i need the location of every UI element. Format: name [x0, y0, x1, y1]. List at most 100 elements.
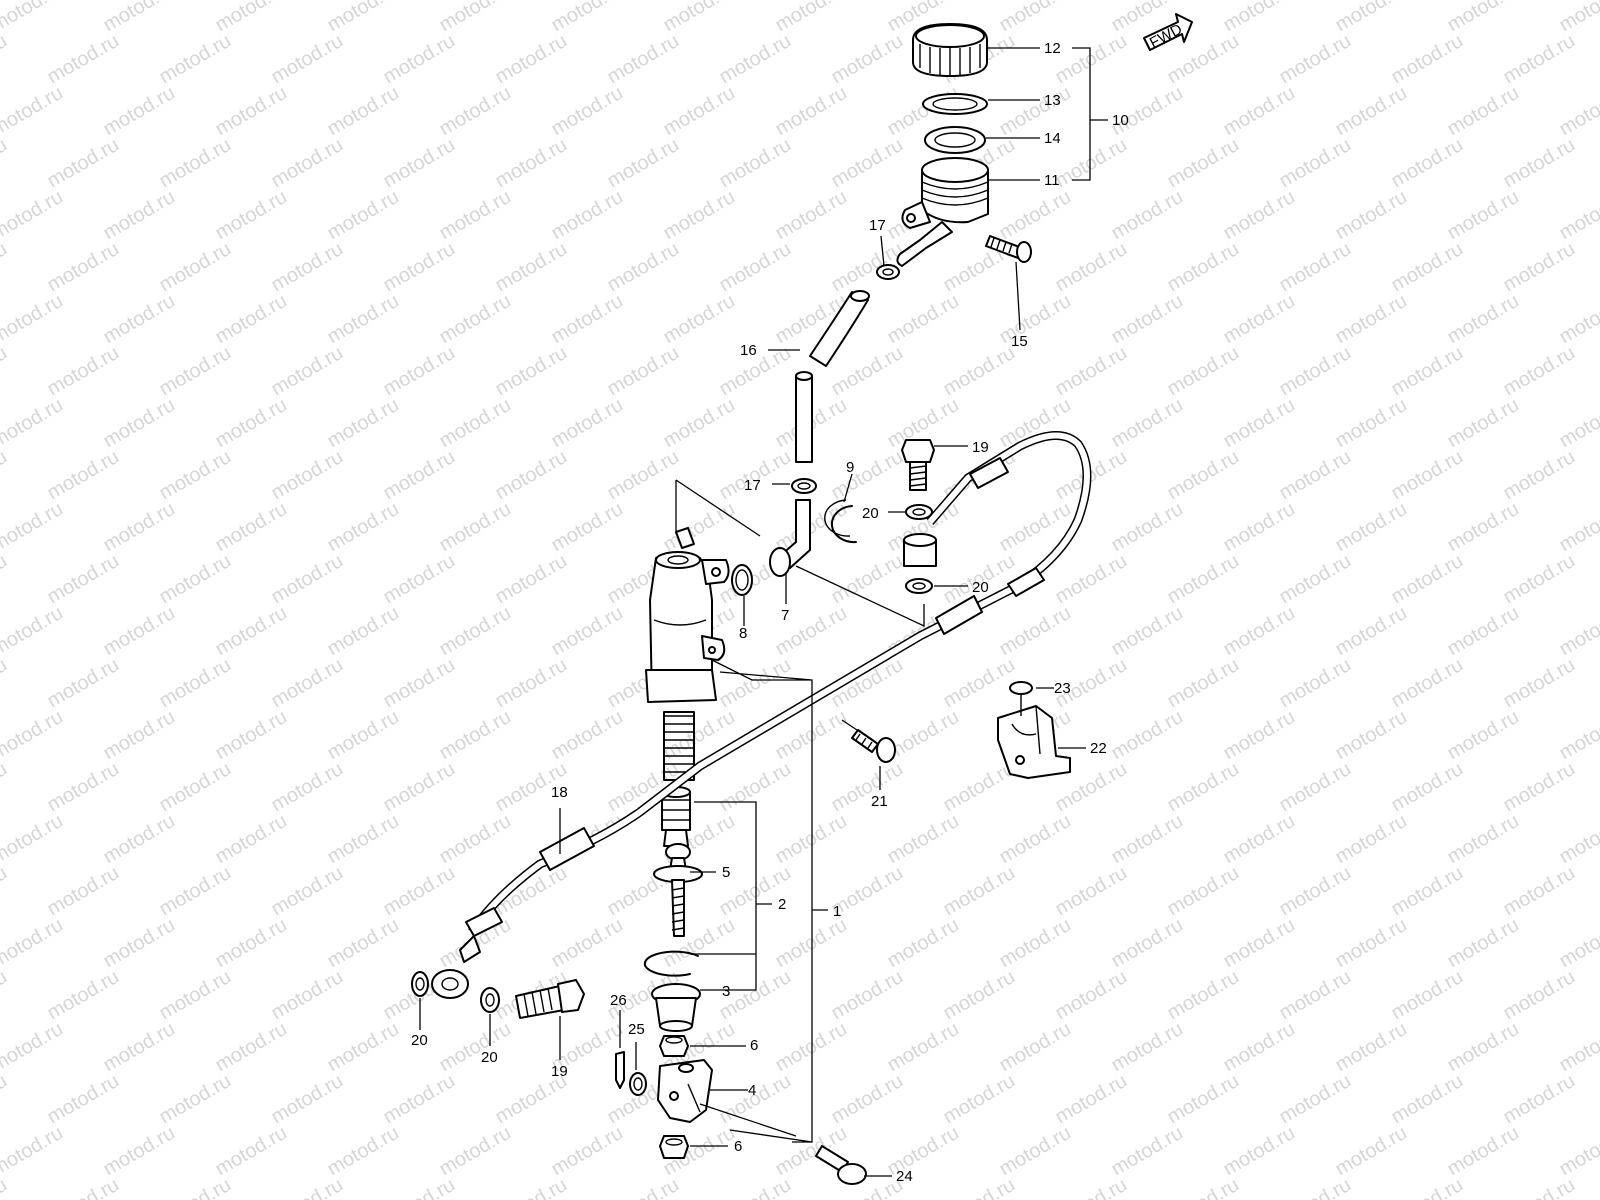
- watermark-text: motod.ru: [44, 1070, 123, 1129]
- nut-6-upper: [659, 1035, 689, 1057]
- banjo-bolt-19-lower: [515, 979, 585, 1019]
- callout-11: 11: [1044, 172, 1060, 189]
- watermark-text: motod.ru: [1556, 186, 1600, 245]
- watermark-text: motod.ru: [1164, 654, 1243, 713]
- watermark-text: motod.ru: [324, 914, 403, 973]
- watermark-text: motod.ru: [1276, 550, 1355, 609]
- watermark-text: motod.ru: [492, 342, 571, 401]
- watermark-text: motod.ru: [1388, 134, 1467, 193]
- watermark-text: motod.ru: [940, 966, 1019, 1025]
- reservoir-body-11: [896, 157, 989, 267]
- callout-7: 7: [781, 607, 789, 624]
- callout-23: 23: [1054, 680, 1071, 697]
- watermark-text: motod.ru: [324, 1122, 403, 1181]
- watermark-text: motod.ru: [660, 186, 739, 245]
- watermark-text: motod.ru: [1052, 134, 1131, 193]
- watermark-text: motod.ru: [0, 446, 11, 505]
- watermark-text: motod.ru: [0, 134, 11, 193]
- watermark-text: motod.ru: [268, 238, 347, 297]
- watermark-text: motod.ru: [772, 914, 851, 973]
- callout-6-upper: 6: [750, 1037, 758, 1054]
- watermark-text: motod.ru: [604, 342, 683, 401]
- watermark-text: motod.ru: [492, 30, 571, 89]
- watermark-text: motod.ru: [436, 706, 515, 765]
- watermark-text: motod.ru: [268, 30, 347, 89]
- dust-boot-3: [651, 983, 701, 1032]
- watermark-text: motod.ru: [1220, 810, 1299, 869]
- watermark-text: motod.ru: [548, 706, 627, 765]
- watermark-text: motod.ru: [44, 342, 123, 401]
- callout-6-lower: 6: [734, 1138, 742, 1155]
- watermark-text: motod.ru: [0, 498, 67, 557]
- watermark-text: motod.ru: [324, 290, 403, 349]
- watermark-text: motod.ru: [1500, 30, 1579, 89]
- watermark-text: motod.ru: [1108, 498, 1187, 557]
- watermark-text: motod.ru: [1164, 1174, 1243, 1200]
- watermark-text: motod.ru: [1332, 1122, 1411, 1181]
- watermark-text: motod.ru: [492, 1174, 571, 1200]
- watermark-text: motod.ru: [1164, 966, 1243, 1025]
- nut-6-lower: [659, 1135, 689, 1159]
- watermark-text: motod.ru: [268, 1070, 347, 1129]
- callout-16: 16: [740, 342, 757, 359]
- push-rod-5: [653, 843, 703, 937]
- watermark-text: motod.ru: [100, 706, 179, 765]
- callout-9: 9: [846, 459, 854, 476]
- watermark-text: motod.ru: [1164, 446, 1243, 505]
- watermark-text: motod.ru: [1052, 550, 1131, 609]
- watermark-text: motod.ru: [828, 342, 907, 401]
- watermark-text: motod.ru: [940, 342, 1019, 401]
- watermark-text: motod.ru: [1108, 1018, 1187, 1077]
- watermark-text: motod.ru: [1220, 914, 1299, 973]
- watermark-text: motod.ru: [492, 550, 571, 609]
- watermark-text: motod.ru: [1444, 82, 1523, 141]
- clevis-4: [657, 1059, 713, 1123]
- watermark-text: motod.ru: [828, 1070, 907, 1129]
- washer-20-a: [905, 504, 933, 520]
- watermark-text: motod.ru: [1388, 966, 1467, 1025]
- callout-26: 26: [610, 992, 627, 1009]
- watermark-text: motod.ru: [1556, 914, 1600, 973]
- watermark-text: motod.ru: [212, 290, 291, 349]
- watermark-text: motod.ru: [380, 446, 459, 505]
- watermark-text: motod.ru: [940, 654, 1019, 713]
- watermark-text: motod.ru: [380, 1070, 459, 1129]
- callout-21: 21: [871, 793, 888, 810]
- watermark-text: motod.ru: [156, 758, 235, 817]
- watermark-text: motod.ru: [380, 238, 459, 297]
- watermark-text: motod.ru: [268, 550, 347, 609]
- fwd-direction-badge: FWD: [1143, 13, 1193, 52]
- watermark-text: motod.ru: [156, 30, 235, 89]
- watermark-text: motod.ru: [772, 82, 851, 141]
- watermark-text: motod.ru: [1276, 134, 1355, 193]
- watermark-text: motod.ru: [1276, 30, 1355, 89]
- watermark-text: motod.ru: [1332, 810, 1411, 869]
- watermark-text: motod.ru: [44, 966, 123, 1025]
- watermark-text: motod.ru: [268, 654, 347, 713]
- watermark-text: motod.ru: [660, 394, 739, 453]
- watermark-text: motod.ru: [156, 1070, 235, 1129]
- watermark-text: motod.ru: [996, 1122, 1075, 1181]
- master-cylinder-1: [645, 527, 730, 703]
- watermark-text: motod.ru: [660, 498, 739, 557]
- callout-20-b: 20: [972, 579, 989, 596]
- watermark-text: motod.ru: [828, 30, 907, 89]
- watermark-text: motod.ru: [1500, 1174, 1579, 1200]
- watermark-text: motod.ru: [1388, 1070, 1467, 1129]
- watermark-text: motod.ru: [1444, 706, 1523, 765]
- watermark-text: motod.ru: [1220, 498, 1299, 557]
- watermark-text: motod.ru: [100, 1018, 179, 1077]
- callout-8: 8: [739, 625, 747, 642]
- watermark-text: motod.ru: [1444, 498, 1523, 557]
- watermark-text: motod.ru: [1164, 862, 1243, 921]
- watermark-text: motod.ru: [1220, 1122, 1299, 1181]
- watermark-text: motod.ru: [1052, 966, 1131, 1025]
- watermark-text: motod.ru: [1164, 1070, 1243, 1129]
- watermark-text: motod.ru: [100, 498, 179, 557]
- watermark-text: motod.ru: [1388, 862, 1467, 921]
- watermark-text: motod.ru: [380, 134, 459, 193]
- o-ring-8: [731, 564, 753, 596]
- watermark-text: motod.ru: [1500, 862, 1579, 921]
